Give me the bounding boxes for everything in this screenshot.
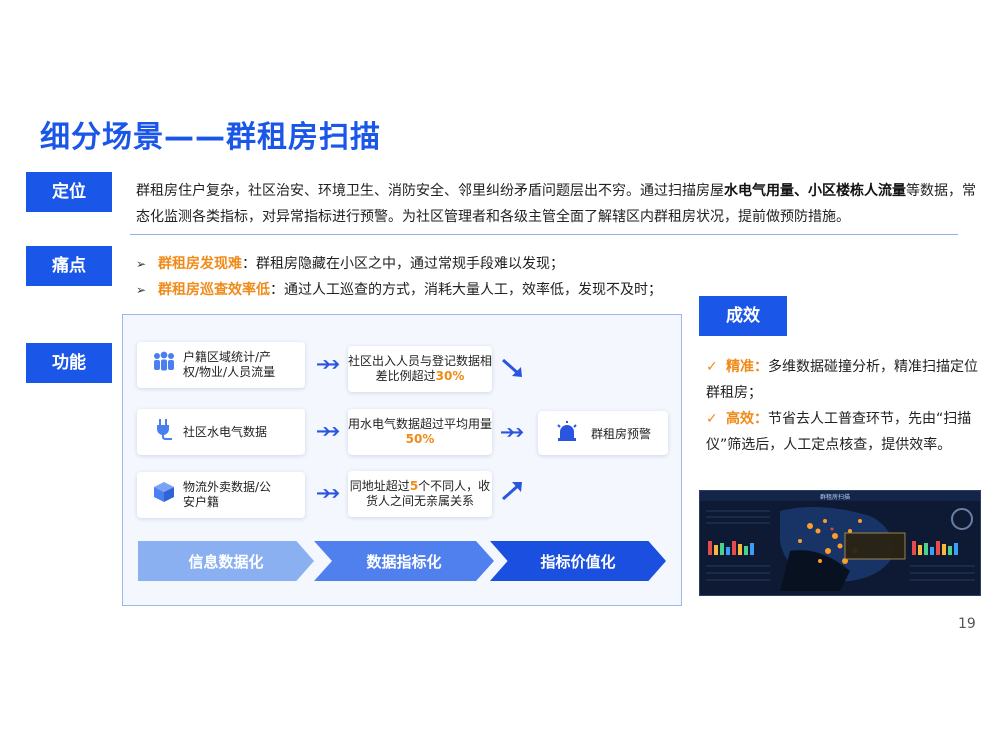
effect-item: ✓精准：多维数据碰撞分析，精准扫描定位群租房；	[706, 354, 984, 406]
stage-chevron: 信息数据化	[138, 541, 314, 581]
output-label: 群租房预警	[590, 426, 651, 441]
section-tag-tongdian: 痛点	[26, 246, 112, 286]
dashboard-screenshot: 群租房扫描	[699, 490, 981, 596]
page-number: 19	[958, 616, 976, 632]
metric-card: 用水电气数据超过平均用量50%	[348, 409, 492, 455]
section-tag-gongneng: 功能	[26, 343, 112, 383]
section-tag-chengxiao: 成效	[699, 296, 787, 336]
check-icon: ✓	[706, 359, 718, 375]
double-arrow-icon: ➔➔	[316, 354, 340, 375]
dingwei-description: 群租房住户复杂，社区治安、环境卫生、消防安全、邻里纠纷矛盾问题层出不穷。通过扫描…	[136, 183, 976, 225]
double-arrow-icon: ➔➔	[316, 483, 340, 504]
bullet-arrow-icon: ➢	[136, 283, 147, 297]
output-card: 群租房预警	[538, 411, 668, 455]
effect-item: ✓高效：节省去人工普查环节，先由“扫描仪”筛选后，人工定点核查，提供效率。	[706, 406, 984, 458]
data-source-card: 户籍区域统计/产权/物业/人员流量	[137, 342, 305, 388]
metric-card: 同地址超过5个不同人，收货人之间无亲属关系	[348, 471, 492, 517]
pain-point-item: ➢群租房发现难：群租房隐藏在小区之中，通过常规手段难以发现；	[136, 256, 564, 272]
plug-icon	[145, 418, 183, 446]
data-source-card: 社区水电气数据	[137, 409, 305, 455]
stage-chevron: 指标价值化	[490, 541, 666, 581]
bullet-arrow-icon: ➢	[136, 257, 147, 271]
data-source-card: 物流外卖数据/公安户籍	[137, 472, 305, 518]
arrow-down-right-icon	[500, 357, 526, 385]
screenshot-title: 群租房扫描	[820, 494, 851, 501]
pain-point-item: ➢群租房巡查效率低：通过人工巡查的方式，消耗大量人工，效率低，发现不及时；	[136, 282, 662, 298]
divider	[130, 234, 958, 235]
double-arrow-icon: ➔➔	[316, 421, 340, 442]
alarm-icon	[555, 420, 579, 447]
box-icon	[145, 481, 183, 509]
stage-chevron: 数据指标化	[314, 541, 494, 581]
data-source-label: 社区水电气数据	[183, 424, 268, 439]
metric-card: 社区出入人员与登记数据相差比例超过30%	[348, 346, 492, 392]
data-source-label: 户籍区域统计/产权/物业/人员流量	[183, 350, 276, 379]
arrow-up-right-icon	[500, 478, 526, 506]
check-icon: ✓	[706, 411, 718, 427]
page-title: 细分场景——群租房扫描	[40, 120, 381, 155]
data-source-label: 物流外卖数据/公安户籍	[183, 480, 272, 509]
people-icon	[145, 351, 183, 379]
double-arrow-icon: ➔➔	[500, 422, 524, 443]
section-tag-dingwei: 定位	[26, 172, 112, 212]
